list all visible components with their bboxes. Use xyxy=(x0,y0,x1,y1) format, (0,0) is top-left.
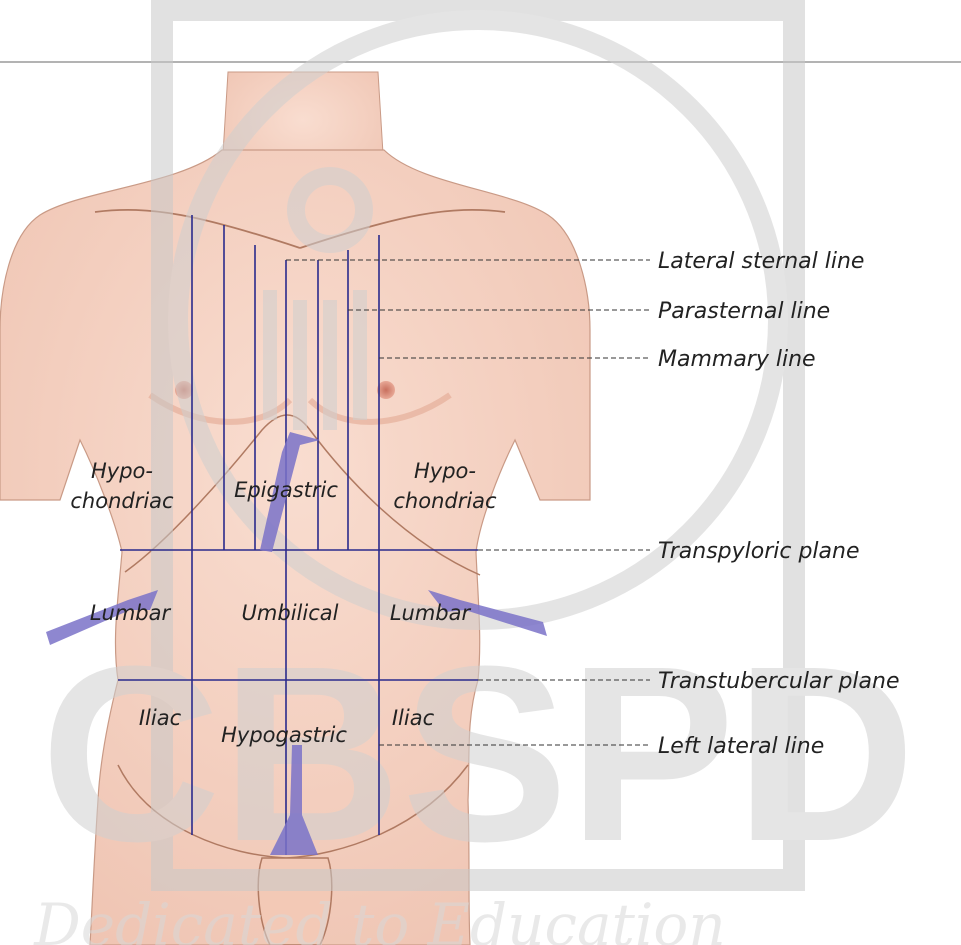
callout-lateral-sternal-line: Lateral sternal line xyxy=(658,249,864,274)
callout-mammary-line: Mammary line xyxy=(658,347,816,372)
label-lumbar-right: Lumbar xyxy=(90,601,172,625)
label-hypochondriac-right-2: chondriac xyxy=(70,489,174,513)
label-iliac-left: Iliac xyxy=(392,706,435,730)
label-hypochondriac-left-1: Hypo- xyxy=(414,459,476,483)
label-epigastric: Epigastric xyxy=(234,478,338,502)
label-hypogastric: Hypogastric xyxy=(221,723,347,747)
label-iliac-right: Iliac xyxy=(139,706,182,730)
callout-transtubercular-plane: Transtubercular plane xyxy=(658,669,899,694)
label-hypochondriac-right-1: Hypo- xyxy=(91,459,153,483)
callout-parasternal-line: Parasternal line xyxy=(658,299,830,324)
callout-left-lateral-line: Left lateral line xyxy=(658,734,824,759)
label-hypochondriac-left-2: chondriac xyxy=(393,489,497,513)
label-lumbar-left: Lumbar xyxy=(390,601,472,625)
watermark-tagline: Dedicated to Education xyxy=(33,891,725,945)
callout-transpyloric-plane: Transpyloric plane xyxy=(658,539,860,564)
label-umbilical: Umbilical xyxy=(242,601,339,625)
